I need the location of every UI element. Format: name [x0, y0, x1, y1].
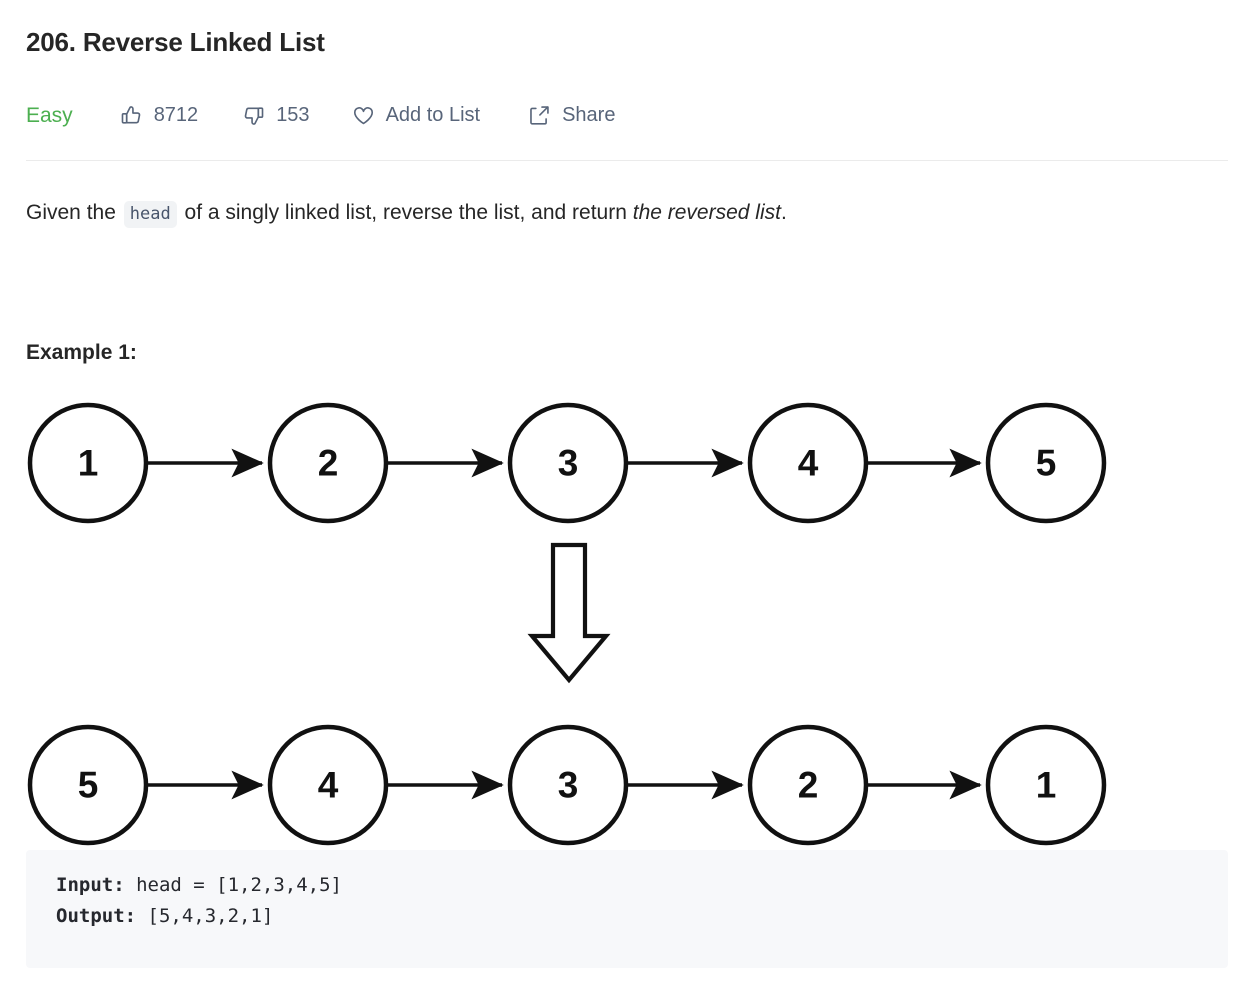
share-button[interactable]: Share: [528, 104, 615, 127]
input-value: head = [1,2,3,4,5]: [124, 874, 342, 896]
list-node: 4: [747, 402, 869, 524]
node-value: 4: [798, 443, 819, 484]
input-label: Input:: [56, 874, 125, 896]
thumbs-up-icon: [120, 104, 143, 127]
add-to-list-button[interactable]: Add to List: [352, 104, 481, 127]
node-value: 5: [1036, 443, 1057, 484]
list-node: 3: [507, 402, 629, 524]
problem-meta-row: Easy 8712 153: [26, 99, 615, 131]
node-value: 5: [78, 765, 99, 806]
share-icon: [528, 104, 551, 127]
code-line-input: Input: head = [1,2,3,4,5]: [56, 870, 1228, 901]
list-node: 5: [27, 724, 149, 846]
node-value: 1: [78, 443, 99, 484]
add-to-list-label: Add to List: [385, 104, 481, 126]
page-title: 206. Reverse Linked List: [26, 27, 325, 57]
difficulty-badge: Easy: [26, 103, 73, 127]
node-value: 2: [798, 765, 819, 806]
list-node: 2: [267, 402, 389, 524]
node-value: 2: [318, 443, 339, 484]
output-value: [5,4,3,2,1]: [136, 904, 274, 927]
dislike-button[interactable]: 153: [242, 104, 310, 127]
list-node: 1: [27, 402, 149, 524]
node-value: 3: [558, 765, 579, 806]
list-node: 3: [507, 724, 629, 846]
description-part3: .: [780, 201, 787, 224]
inline-code-head: head: [123, 201, 177, 228]
code-line-output: Output: [5,4,3,2,1]: [56, 901, 1228, 932]
diagram-row-output-list: 5 4 3 2 1: [27, 724, 1107, 846]
node-value: 4: [318, 765, 339, 806]
list-node: 1: [985, 724, 1107, 846]
heart-icon: [352, 104, 375, 127]
thumbs-down-icon: [242, 104, 265, 127]
like-button[interactable]: 8712: [120, 104, 199, 127]
output-label: Output:: [56, 904, 137, 927]
node-value: 1: [1036, 765, 1057, 806]
list-node: 2: [747, 724, 869, 846]
list-node: 5: [985, 402, 1107, 524]
diagram-svg: 1 2 3 4 5: [27, 402, 1107, 846]
dislike-count: 153: [276, 104, 310, 126]
description-part1: Given the: [26, 201, 122, 224]
example-code-block: Input: head = [1,2,3,4,5] Output: [5,4,3…: [26, 850, 1228, 968]
like-count: 8712: [153, 104, 199, 126]
description-part2: of a singly linked list, reverse the lis…: [178, 201, 633, 224]
list-node: 4: [267, 724, 389, 846]
example-1-heading: Example 1:: [26, 341, 137, 364]
linked-list-diagram: 1 2 3 4 5: [0, 390, 1250, 860]
transform-down-arrow: [527, 542, 611, 684]
description-emphasis: the reversed list: [632, 201, 781, 224]
diagram-row-input-list: 1 2 3 4 5: [27, 402, 1107, 524]
header-divider: [26, 160, 1228, 161]
node-value: 3: [558, 443, 579, 484]
share-label: Share: [562, 104, 616, 126]
problem-description: Given the head of a singly linked list, …: [26, 198, 1216, 228]
